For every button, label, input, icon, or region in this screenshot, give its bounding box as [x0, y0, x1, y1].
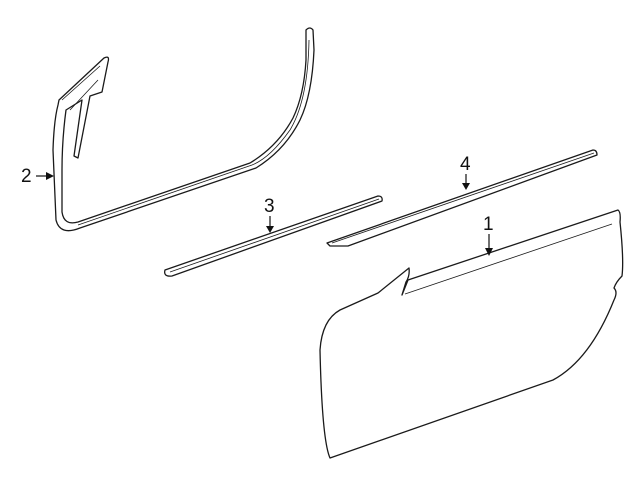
lower-molding: [164, 195, 383, 277]
callout-number: 2: [21, 166, 32, 187]
arrow-down-icon: [266, 226, 274, 233]
callout-number: 4: [460, 154, 471, 175]
door-weatherstrip: [52, 27, 315, 232]
callout-4: 4: [460, 154, 471, 190]
callout-2: 2: [21, 166, 54, 187]
arrow-down-icon: [462, 183, 470, 190]
arrow-down-icon: [485, 248, 493, 256]
callout-1: 1: [483, 214, 494, 256]
arrow-right-icon: [46, 172, 54, 180]
callout-number: 1: [483, 214, 494, 235]
callout-number: 3: [264, 196, 275, 217]
belt-molding: [326, 149, 598, 247]
door-shell: [319, 209, 624, 459]
callout-3: 3: [264, 196, 275, 233]
